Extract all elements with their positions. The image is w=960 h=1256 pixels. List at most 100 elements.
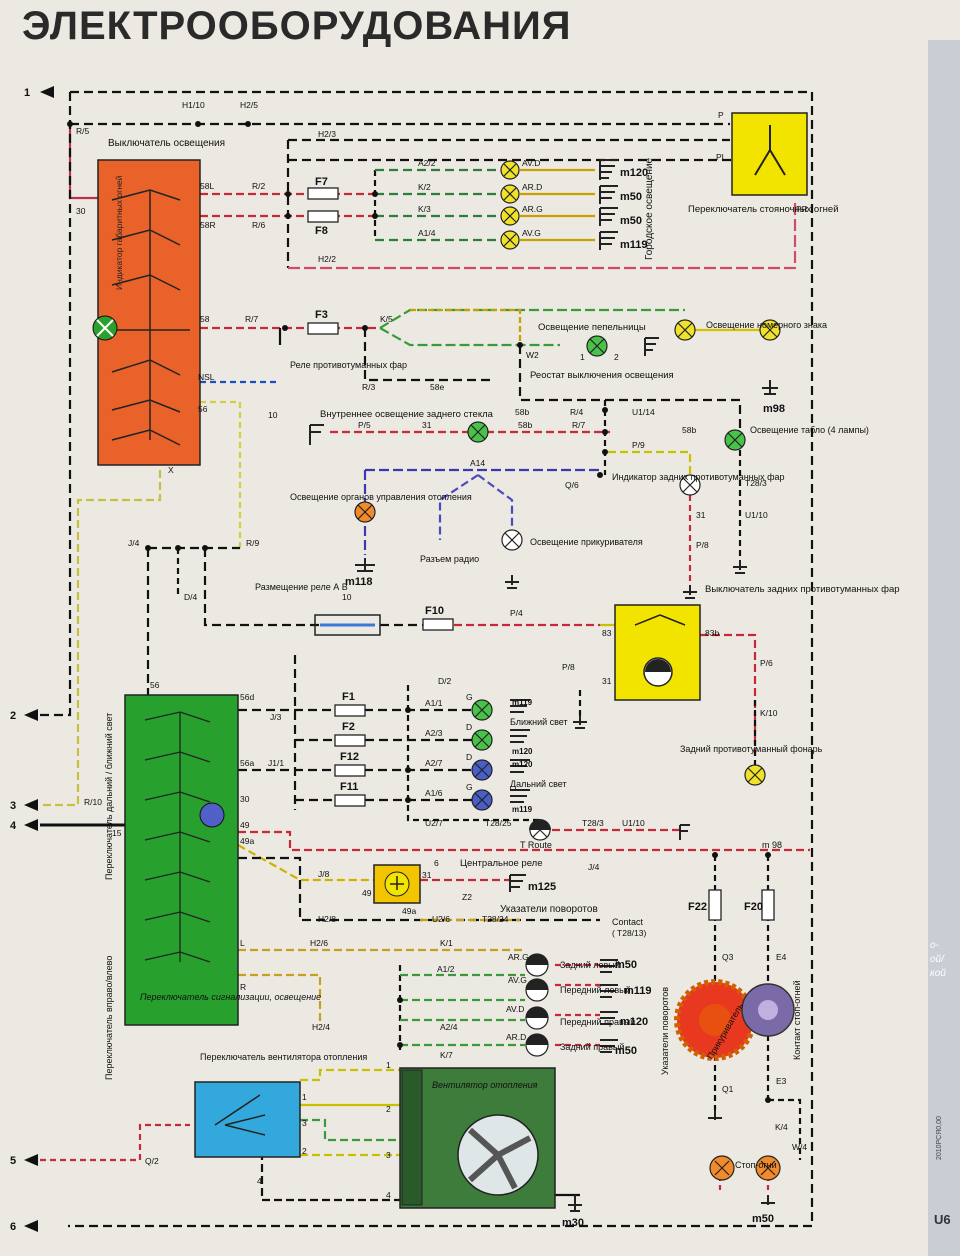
contact-label: Contact xyxy=(612,917,644,927)
svg-text:R: R xyxy=(240,982,246,992)
svg-text:W2: W2 xyxy=(526,350,539,360)
svg-text:AV.G: AV.G xyxy=(522,228,541,238)
svg-text:T28/3: T28/3 xyxy=(745,478,767,488)
city-light-label: Городское освещение xyxy=(644,157,655,260)
plate-light-label: Освещение номерного знака xyxy=(706,320,827,330)
fuse-f2: F2 xyxy=(342,721,355,733)
svg-text:K/10: K/10 xyxy=(760,708,778,718)
side-fragment-3: кой xyxy=(930,968,946,979)
ground-m119-d: m119 xyxy=(624,985,652,997)
svg-text:J/8: J/8 xyxy=(318,869,330,879)
svg-text:H2/6: H2/6 xyxy=(310,938,328,948)
svg-text:1: 1 xyxy=(302,1092,307,1102)
rear-fog-switch-label: Выключатель задних противотуманных фар xyxy=(705,584,900,595)
svg-text:A2/4: A2/4 xyxy=(440,1022,458,1032)
rear-left-label: Задний левый xyxy=(560,960,620,970)
svg-text:AR.D: AR.D xyxy=(522,182,542,192)
svg-text:E3: E3 xyxy=(776,1076,787,1086)
turn-switch-label: Переключатель вправо/влево xyxy=(104,956,114,1080)
svg-text:4: 4 xyxy=(386,1190,391,1200)
svg-text:P/8: P/8 xyxy=(696,540,709,550)
svg-text:H2/8: H2/8 xyxy=(318,914,336,924)
svg-text:J/3: J/3 xyxy=(270,712,282,722)
rear-fog-lamp-label: Задний противотуманный фонарь xyxy=(680,744,823,754)
svg-text:56d: 56d xyxy=(240,692,254,702)
svg-text:J/4: J/4 xyxy=(128,538,140,548)
terminal-6: 6 xyxy=(10,1221,16,1233)
ground-m118: m118 xyxy=(345,576,373,588)
signal-switch-label: Переключатель сигнализации, освещение xyxy=(140,992,321,1002)
svg-text:3: 3 xyxy=(386,1150,391,1160)
svg-text:2: 2 xyxy=(386,1104,391,1114)
svg-text:10: 10 xyxy=(268,410,278,420)
svg-text:15: 15 xyxy=(112,828,122,838)
svg-text:P/5: P/5 xyxy=(358,420,371,430)
svg-text:A2/2: A2/2 xyxy=(418,158,436,168)
svg-text:A1/6: A1/6 xyxy=(425,788,443,798)
rheostat-label: Реостат выключения освещения xyxy=(530,370,674,381)
light-switch-block xyxy=(97,159,201,466)
svg-text:58: 58 xyxy=(200,314,210,324)
svg-text:AV.D: AV.D xyxy=(506,1004,524,1014)
ground-m120-c: m120 xyxy=(512,760,533,769)
svg-text:D: D xyxy=(466,752,472,762)
svg-text:49a: 49a xyxy=(240,836,254,846)
svg-text:AV.D: AV.D xyxy=(522,158,540,168)
svg-text:L: L xyxy=(240,938,245,948)
beam-switch-block xyxy=(124,694,239,1026)
svg-text:58R: 58R xyxy=(200,220,216,230)
fuse-f22: F22 xyxy=(688,901,707,913)
svg-text:J1/1: J1/1 xyxy=(268,758,284,768)
svg-text:K/2: K/2 xyxy=(418,182,431,192)
svg-text:Q1: Q1 xyxy=(722,1084,734,1094)
ashtray-light-label: Освещение пепельницы xyxy=(538,322,646,333)
side-fragment-1: о- xyxy=(930,940,939,951)
svg-text:58L: 58L xyxy=(200,181,214,191)
ground-m119-c: m119 xyxy=(512,805,533,814)
page-tab-label: U6 xyxy=(934,1212,951,1227)
svg-text:T28/25: T28/25 xyxy=(485,818,512,828)
svg-text:H1/10: H1/10 xyxy=(182,100,205,110)
svg-text:R/6: R/6 xyxy=(252,220,266,230)
svg-text:K/3: K/3 xyxy=(418,204,431,214)
svg-text:U1/10: U1/10 xyxy=(745,510,768,520)
svg-text:83: 83 xyxy=(602,628,612,638)
fan-switch-label: Переключатель вентилятора отопления xyxy=(200,1052,367,1062)
wires xyxy=(40,90,814,1228)
ground-m98-b: m 98 xyxy=(762,840,782,850)
svg-text:Q3: Q3 xyxy=(722,952,734,962)
svg-text:K/7: K/7 xyxy=(440,1050,453,1060)
svg-text:6: 6 xyxy=(434,858,439,868)
svg-text:D: D xyxy=(466,722,472,732)
svg-text:U1/14: U1/14 xyxy=(632,407,655,417)
svg-text:P/9: P/9 xyxy=(632,440,645,450)
svg-text:J/4: J/4 xyxy=(588,862,600,872)
svg-text:P/6: P/6 xyxy=(760,658,773,668)
svg-text:U2/7: U2/7 xyxy=(425,818,443,828)
fuse-f10: F10 xyxy=(425,605,444,617)
svg-text:AV.G: AV.G xyxy=(508,975,527,985)
ground-symbols xyxy=(309,159,778,1212)
svg-text:P: P xyxy=(718,110,724,120)
svg-text:A1/1: A1/1 xyxy=(425,698,443,708)
fuse-f8: F8 xyxy=(315,225,328,237)
fuse-f1: F1 xyxy=(342,691,355,703)
svg-text:H2/4: H2/4 xyxy=(312,1022,330,1032)
svg-text:30: 30 xyxy=(240,794,250,804)
svg-text:A1/2: A1/2 xyxy=(437,964,455,974)
terminal-arrows xyxy=(24,86,54,1232)
terminal-4: 4 xyxy=(10,820,17,832)
ground-m119-a: m119 xyxy=(620,239,648,251)
svg-text:56: 56 xyxy=(198,404,208,414)
terminal-labels: 1 2 3 4 5 6 xyxy=(10,87,30,1233)
low-beam-label: Ближний свет xyxy=(510,717,568,727)
svg-text:PR: PR xyxy=(796,204,808,214)
terminal-3: 3 xyxy=(10,800,16,812)
svg-text:2: 2 xyxy=(614,352,619,362)
svg-text:3: 3 xyxy=(302,1118,307,1128)
svg-text:R/4: R/4 xyxy=(570,407,584,417)
fuse-symbols xyxy=(307,187,775,921)
svg-text:R/3: R/3 xyxy=(362,382,376,392)
svg-text:W/4: W/4 xyxy=(792,1142,807,1152)
svg-text:AR.G: AR.G xyxy=(522,204,543,214)
